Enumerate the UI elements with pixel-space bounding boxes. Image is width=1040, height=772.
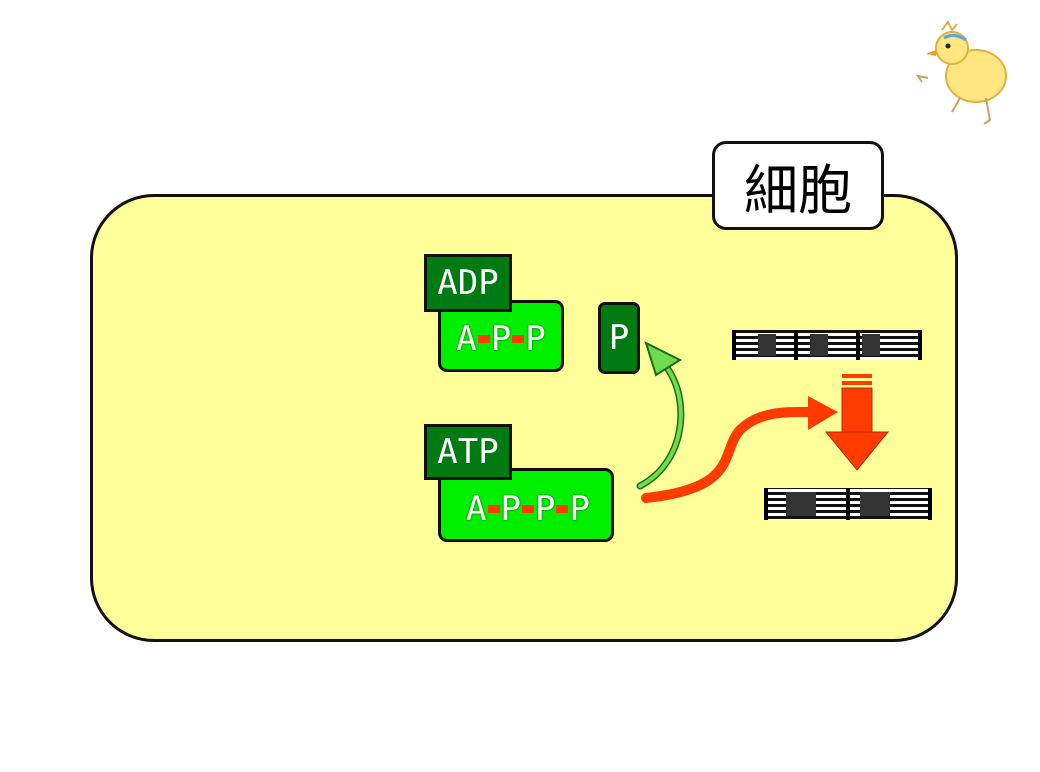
- atp-bond: [556, 505, 569, 513]
- adp-phosphate-1: P: [490, 319, 512, 359]
- chick-doodle-icon: [915, 20, 1007, 125]
- adp-sequence: A P P: [456, 322, 545, 356]
- free-phosphate: P: [598, 302, 640, 374]
- atp-adenosine: A: [466, 489, 487, 529]
- atp-bond: [522, 505, 534, 513]
- adp-phosphate-2: P: [525, 319, 546, 359]
- energy-arrow-icon: [641, 396, 838, 503]
- adp-bond: [477, 335, 490, 343]
- adp-adenosine: A: [456, 319, 477, 359]
- contraction-arrow-icon: [824, 374, 890, 471]
- cell-label: 細胞: [712, 141, 884, 230]
- adp-molecule: A P P: [438, 300, 564, 372]
- atp-phosphate-3: P: [569, 489, 590, 529]
- atp-tag: ATP: [424, 424, 512, 480]
- atp-sequence: A P P P: [466, 492, 590, 526]
- adp-tag: ADP: [424, 254, 512, 312]
- release-arrow-icon: [636, 341, 685, 490]
- atp-bond: [487, 505, 500, 513]
- adp-bond: [512, 335, 525, 343]
- atp-molecule: A P P P: [438, 468, 614, 542]
- atp-phosphate-1: P: [500, 489, 521, 529]
- muscle-fiber-contracted-icon: [764, 488, 932, 520]
- muscle-fiber-relaxed-icon: [732, 330, 922, 360]
- atp-phosphate-2: P: [535, 489, 556, 529]
